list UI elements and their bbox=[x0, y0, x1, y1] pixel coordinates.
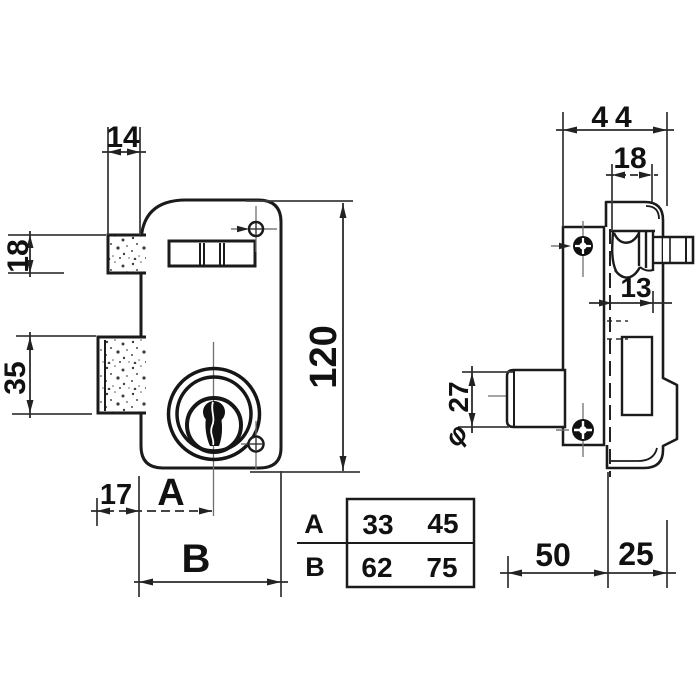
dimension-edge-and-backset: 17 A bbox=[91, 472, 214, 597]
table-row-b-value-2: 75 bbox=[426, 552, 457, 583]
dim-label-body-height: 120 bbox=[303, 325, 345, 388]
latch-protrusion bbox=[653, 235, 695, 265]
table-row-a-label: A bbox=[304, 509, 324, 539]
dimension-latch-offset: 13 bbox=[589, 272, 672, 313]
dimension-bolt-height: 35 bbox=[0, 332, 96, 418]
table-row-b-value-1: 62 bbox=[361, 552, 392, 583]
bolt-slot-window bbox=[620, 335, 654, 417]
table-row-b-label: B bbox=[305, 552, 325, 582]
dimension-latch-width: 14 bbox=[102, 121, 146, 235]
dim-label-depth: 44 bbox=[591, 101, 638, 134]
dim-label-body-width: B bbox=[182, 537, 211, 581]
size-table: A 33 45 B 62 75 bbox=[297, 497, 476, 589]
latch-side-profile bbox=[610, 229, 655, 279]
escutcheon-outer-circle bbox=[166, 366, 262, 462]
screw-side-top-icon bbox=[551, 221, 593, 277]
case-inner-corner bbox=[645, 205, 660, 220]
dim-label-case-depth: 50 bbox=[535, 537, 571, 573]
dim-label-latch-offset: 13 bbox=[620, 272, 651, 303]
dimension-top-width: 18 bbox=[606, 142, 658, 231]
table-row-a-value-1: 33 bbox=[362, 509, 393, 540]
cylinder-side bbox=[488, 368, 567, 429]
dim-label-latch-width: 14 bbox=[106, 121, 140, 154]
cylinder-keyhole bbox=[166, 342, 262, 516]
side-view: 44 18 13 27 φ bbox=[439, 101, 695, 588]
dimension-body-width: B bbox=[134, 471, 288, 597]
dim-label-backset: A bbox=[157, 472, 184, 514]
dimension-body-height: 120 bbox=[246, 200, 360, 473]
dim-label-edge-offset: 17 bbox=[100, 479, 132, 511]
dim-label-overhang: 25 bbox=[618, 536, 654, 572]
screw-hole-top-icon bbox=[231, 206, 277, 252]
table-row-a-value-2: 45 bbox=[427, 508, 458, 539]
dim-label-bolt-height: 35 bbox=[0, 361, 32, 394]
deadbolt bbox=[96, 335, 146, 415]
front-view: 14 18 35 120 bbox=[0, 121, 360, 597]
latch-bolt bbox=[106, 233, 146, 275]
dim-label-latch-height: 18 bbox=[2, 239, 35, 272]
dim-label-cylinder-diameter: 27 bbox=[443, 381, 474, 412]
screw-side-bottom-icon bbox=[556, 403, 594, 457]
dimension-latch-height: 18 bbox=[2, 231, 106, 277]
dimension-case-depths: 50 25 bbox=[500, 472, 676, 588]
dim-label-top-width: 18 bbox=[613, 142, 646, 175]
diameter-symbol: φ bbox=[439, 418, 474, 452]
dimension-cylinder-diameter: 27 φ bbox=[439, 366, 513, 452]
screw-hole-bottom-icon bbox=[241, 421, 265, 469]
dimension-depth: 44 bbox=[556, 101, 674, 227]
keyhole-icon bbox=[203, 401, 225, 446]
cylinder-ring bbox=[185, 396, 243, 454]
slider-button bbox=[167, 239, 257, 268]
case-inner-bottom bbox=[609, 447, 658, 462]
